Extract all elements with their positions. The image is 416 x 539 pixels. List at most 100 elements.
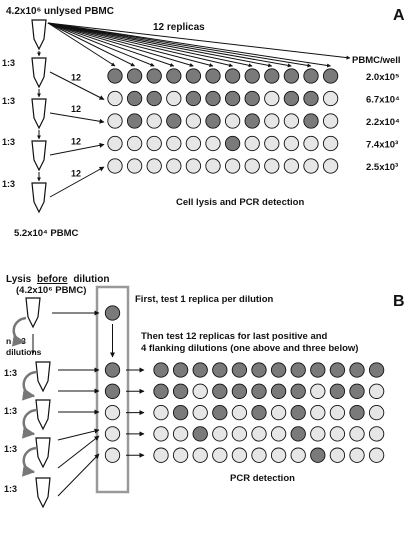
panel-b-well [231, 426, 248, 442]
panel-b-well [349, 383, 365, 399]
panel-a-well [146, 90, 162, 107]
panel-a-arrow-count: 12 [71, 136, 81, 146]
panel-a-well [126, 135, 143, 152]
panel-a-well [264, 68, 280, 84]
panel-b-well [329, 362, 346, 378]
panel-a-well [244, 135, 260, 152]
panel-b-well [368, 447, 385, 463]
panel-a-well [166, 135, 182, 152]
panel-b-well [290, 447, 306, 463]
panel-b-well [368, 404, 385, 421]
panel-b-well [153, 426, 169, 442]
panel-b-well [270, 426, 287, 442]
panel-b-first-col-well [104, 404, 121, 421]
panel-a-well [146, 113, 162, 129]
panel-b-well [153, 362, 169, 378]
panel-a-well [126, 158, 143, 174]
panel-b-well [310, 426, 326, 442]
panel-b-well [172, 362, 189, 378]
panel-b-well [270, 447, 287, 463]
panel-b-well [172, 383, 189, 399]
panel-a-row-value: 7.4x10³ [366, 140, 398, 151]
panel-a-well [107, 90, 123, 107]
panel-b-well [290, 383, 306, 399]
panel-b-well [270, 383, 287, 399]
panel-a-well [224, 90, 241, 107]
panel-a-well [322, 90, 339, 107]
panel-b-dilution-label: 1:3 [4, 368, 17, 378]
panel-b-well [192, 447, 208, 463]
panel-b-curl-arrow [21, 370, 37, 401]
panel-b-tube [35, 361, 51, 393]
panel-b-dilution-label: 1:3 [4, 406, 17, 416]
panel-b-first-col-well [104, 426, 121, 442]
panel-a-well [322, 68, 339, 84]
panel-b-well [153, 447, 169, 463]
panel-b-well [153, 404, 169, 421]
panel-a-fan-arrow [47, 22, 292, 68]
panel-a-well [166, 113, 182, 129]
panel-b-well [231, 447, 248, 463]
panel-b-well [329, 447, 346, 463]
panel-a-well [244, 113, 260, 129]
panel-a-fan-arrow [47, 22, 214, 68]
panel-a-row-value: 2.0x10⁵ [366, 72, 400, 83]
panel-a-well [185, 68, 202, 84]
panel-b-well [212, 404, 228, 421]
panel-a-arrow-count: 12 [71, 104, 81, 114]
panel-b-well [368, 362, 385, 378]
panel-b-well [231, 404, 248, 421]
panel-b-letter: B [393, 293, 405, 310]
panel-a-well [107, 113, 123, 129]
panel-a-well [283, 113, 300, 129]
panel-b-well [231, 362, 248, 378]
panel-b-first-test-label: First, test 1 replica per dilution [135, 294, 274, 305]
panel-b-well [290, 362, 306, 378]
panel-a-well [126, 113, 143, 129]
panel-a-well [185, 135, 202, 152]
panel-a-well [185, 90, 202, 107]
panel-b-well [329, 426, 346, 442]
panel-b-n-dilutions-2: dilutions [6, 347, 42, 357]
panel-a-well [283, 90, 300, 107]
panel-a-fan-arrow [47, 22, 175, 67]
panel-a-well [322, 135, 339, 152]
panel-b-then-label-2: 4 flanking dilutions (one above and thre… [141, 343, 358, 354]
panel-a-well [303, 158, 319, 174]
panel-a-dilution-label: 1:3 [2, 179, 15, 189]
panel-a-fan-arrow [47, 22, 351, 60]
panel-b-well [251, 362, 267, 378]
panel-b-well [251, 447, 267, 463]
panel-a-well [264, 90, 280, 107]
panel-b-well [329, 383, 346, 399]
panel-b-well [270, 404, 287, 421]
panel-a-fan-arrow [47, 22, 135, 67]
panel-a-caption: Cell lysis and PCR detection [176, 197, 304, 208]
panel-b-well [192, 426, 208, 442]
panel-b-well [349, 404, 365, 421]
panel-a-well [224, 158, 241, 174]
panel-b-top-label-underlined: before [37, 274, 68, 285]
panel-b-well [349, 447, 365, 463]
panel-a-well [283, 68, 300, 84]
panel-a-tube [31, 57, 47, 89]
panel-a-well [166, 158, 182, 174]
panel-b-top-sub: (4.2x10⁶ PBMC) [16, 285, 86, 296]
panel-b-well [251, 404, 267, 421]
panel-a-fan-arrow [47, 22, 233, 68]
panel-a-well [264, 113, 280, 129]
panel-a-row-arrow [49, 71, 105, 100]
panel-a-fan-arrow [47, 22, 194, 67]
panel-a-row-arrow [49, 166, 105, 198]
panel-b-tube [35, 477, 51, 509]
panel-a-row-value: 2.5x10³ [366, 162, 398, 173]
panel-a-fan-arrow [47, 22, 273, 68]
panel-a-top-label: 4.2x10⁶ unlysed PBMC [6, 6, 114, 17]
panel-a-well [224, 135, 241, 152]
panel-a-row-arrow [49, 112, 105, 124]
panel-b-well [310, 383, 326, 399]
panel-a-letter: A [393, 7, 405, 24]
panel-a-well [224, 113, 241, 129]
